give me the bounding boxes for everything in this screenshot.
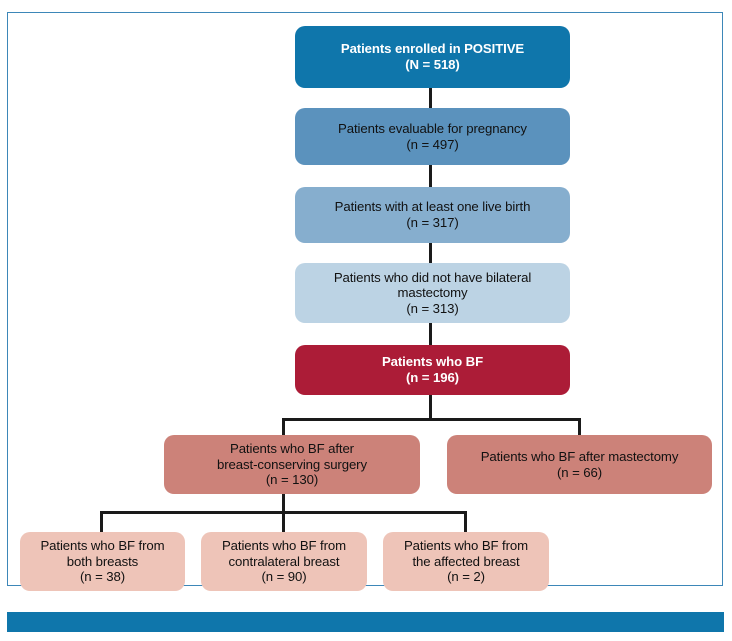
node-bf[interactable]: Patients who BF (n = 196) xyxy=(295,345,570,395)
node-bf-mastectomy-count: (n = 66) xyxy=(556,464,602,480)
node-bf-mastectomy-line1: Patients who BF after mastectomy xyxy=(480,448,679,464)
node-both-breasts-count: (n = 38) xyxy=(79,569,125,585)
connector-enrolled-to-evaluable xyxy=(429,88,432,108)
node-enrolled-count: (N = 518) xyxy=(405,57,460,72)
node-affected-line1: Patients who BF from xyxy=(403,538,529,554)
node-bf-breast-conserving-surgery[interactable]: Patients who BF after breast-conserving … xyxy=(164,435,420,494)
connector-bf-to-mastectomy xyxy=(578,418,581,435)
node-enrolled-line1: Patients enrolled in POSITIVE xyxy=(340,41,525,57)
node-bf-both-breasts[interactable]: Patients who BF from both breasts (n = 3… xyxy=(20,532,185,591)
connector-livebirth-to-nobilateral xyxy=(429,243,432,263)
bottom-accent-bar xyxy=(7,612,724,632)
node-live-birth-line1: Patients with at least one live birth xyxy=(334,199,531,215)
node-no-bilateral-mastectomy[interactable]: Patients who did not have bilateral mast… xyxy=(295,263,570,323)
connector-evaluable-to-livebirth xyxy=(429,165,432,187)
connector-bcs-to-both-breasts xyxy=(100,511,103,532)
node-no-bilateral-line2: mastectomy xyxy=(397,285,468,301)
connector-nobilateral-to-bf xyxy=(429,323,432,345)
connector-bcs-stem xyxy=(282,494,285,513)
node-contralateral-line2: contralateral breast xyxy=(228,553,340,569)
connector-bcs-to-affected xyxy=(464,511,467,532)
node-bf-count: (n = 196) xyxy=(406,370,459,385)
node-no-bilateral-count: (n = 313) xyxy=(406,300,459,316)
node-bf-bcs-line2: breast-conserving surgery xyxy=(217,456,367,472)
node-both-breasts-line2: both breasts xyxy=(66,553,139,569)
node-affected-count: (n = 2) xyxy=(447,569,485,585)
node-live-birth[interactable]: Patients with at least one live birth (n… xyxy=(295,187,570,243)
node-bf-bcs-count: (n = 130) xyxy=(265,472,319,488)
node-live-birth-count: (n = 317) xyxy=(406,215,459,230)
node-evaluable-count: (n = 497) xyxy=(406,136,459,152)
node-contralateral-count: (n = 90) xyxy=(261,569,307,585)
node-evaluable[interactable]: Patients evaluable for pregnancy (n = 49… xyxy=(295,108,570,165)
node-both-breasts-line1: Patients who BF from xyxy=(40,538,165,554)
node-bf-bcs-line1: Patients who BF after xyxy=(230,441,354,457)
connector-bf-split-horizontal xyxy=(282,418,580,421)
node-bf-line1: Patients who BF xyxy=(381,354,484,370)
node-evaluable-line1: Patients evaluable for pregnancy xyxy=(338,120,527,136)
node-enrolled[interactable]: Patients enrolled in POSITIVE (N = 518) xyxy=(295,26,570,88)
node-contralateral-line1: Patients who BF from xyxy=(221,538,347,554)
node-affected-line2: the affected breast xyxy=(412,553,520,569)
node-bf-affected-breast[interactable]: Patients who BF from the affected breast… xyxy=(383,532,549,591)
connector-bf-stem xyxy=(429,395,432,420)
node-bf-contralateral-breast[interactable]: Patients who BF from contralateral breas… xyxy=(201,532,367,591)
connector-bf-to-bcs xyxy=(282,418,285,435)
node-bf-mastectomy[interactable]: Patients who BF after mastectomy (n = 66… xyxy=(447,435,712,494)
node-no-bilateral-line1: Patients who did not have bilateral xyxy=(333,269,532,285)
connector-bcs-to-contralateral xyxy=(282,511,285,532)
